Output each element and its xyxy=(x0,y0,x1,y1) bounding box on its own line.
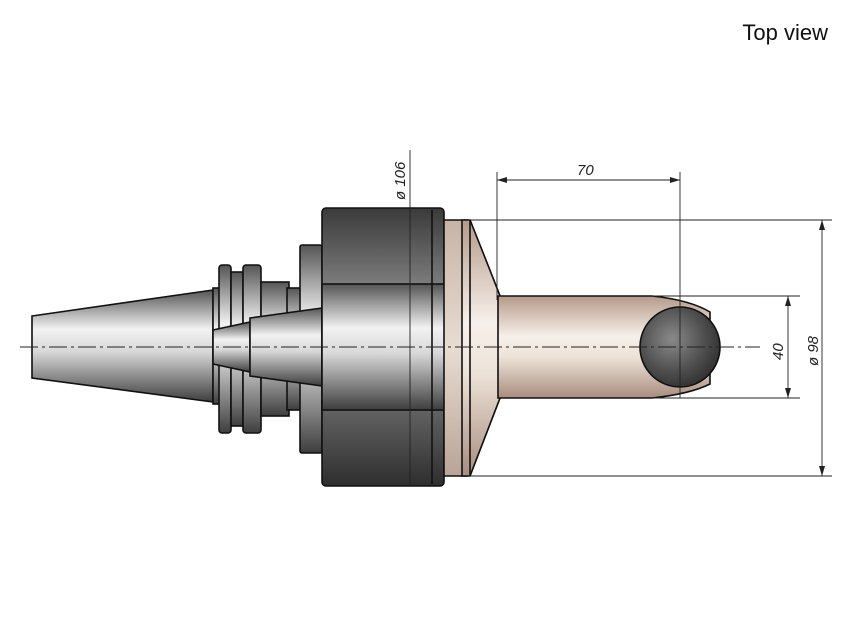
dimension-length: 70 xyxy=(577,162,594,179)
dimension-flange-diameter: ø 106 xyxy=(392,161,409,200)
taper-cone xyxy=(31,289,214,403)
view-label: Top view xyxy=(742,20,828,45)
dimension-shank-height: 40 xyxy=(770,343,787,360)
bronze-neck xyxy=(469,219,501,477)
dimension-disc-diameter: ø 98 xyxy=(805,335,822,366)
